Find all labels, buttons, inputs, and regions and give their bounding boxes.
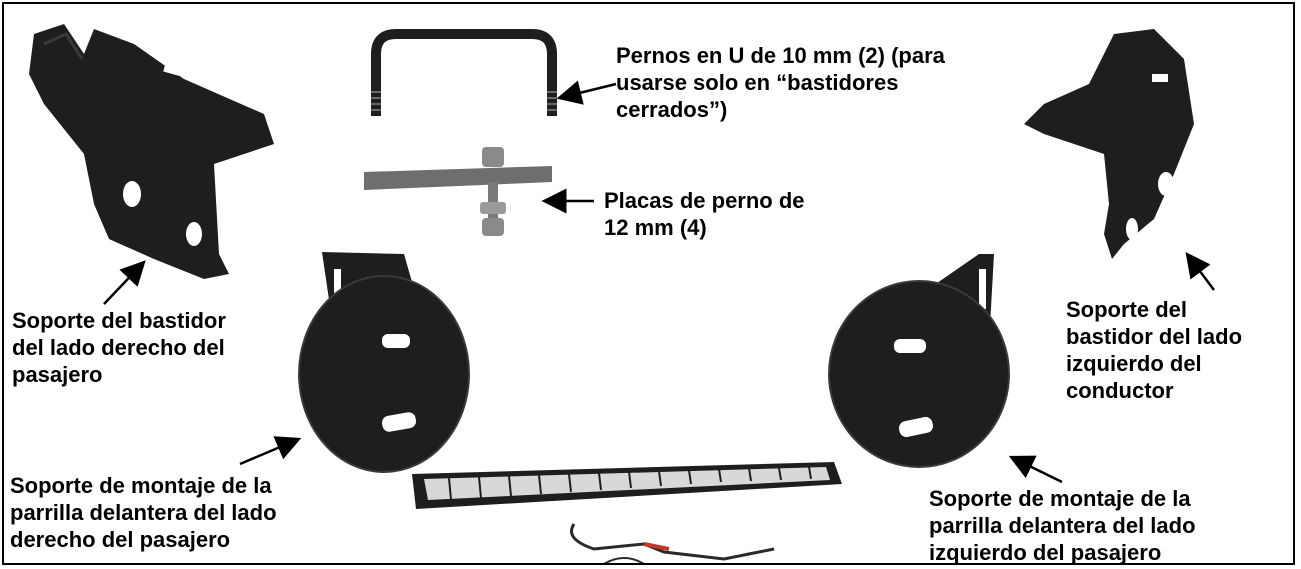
light-bar — [412, 462, 842, 563]
label-ubolts: Pernos en U de 10 mm (2) (para usarse so… — [616, 43, 945, 122]
label-grille-right: Soporte de montaje de la parrilla delant… — [10, 473, 277, 552]
u-bolt — [371, 29, 557, 116]
arrow-grille-right — [239, 436, 302, 466]
frame-bracket-right-passenger — [29, 24, 274, 279]
grille-bracket-left-passenger — [828, 254, 1010, 468]
leader-arrows — [103, 80, 1215, 484]
bolt-plate — [364, 147, 552, 236]
arrow-grille-left — [1008, 455, 1063, 484]
label-frame-left: Soporte del bastidor del lado izquierdo … — [1066, 297, 1243, 403]
arrow-frame-left — [1185, 252, 1215, 291]
arrow-ubolts — [556, 80, 617, 105]
frame-bracket-left-driver — [1024, 29, 1194, 259]
grille-bracket-right-passenger — [298, 252, 470, 473]
arrow-frame-right — [103, 260, 146, 305]
label-grille-left: Soporte de montaje de la parrilla delant… — [929, 486, 1196, 565]
parts-illustration — [29, 24, 1215, 563]
label-bolt-plates: Placas de perno de 12 mm (4) — [604, 188, 805, 240]
label-frame-right: Soporte del bastidor del lado derecho de… — [12, 308, 226, 387]
